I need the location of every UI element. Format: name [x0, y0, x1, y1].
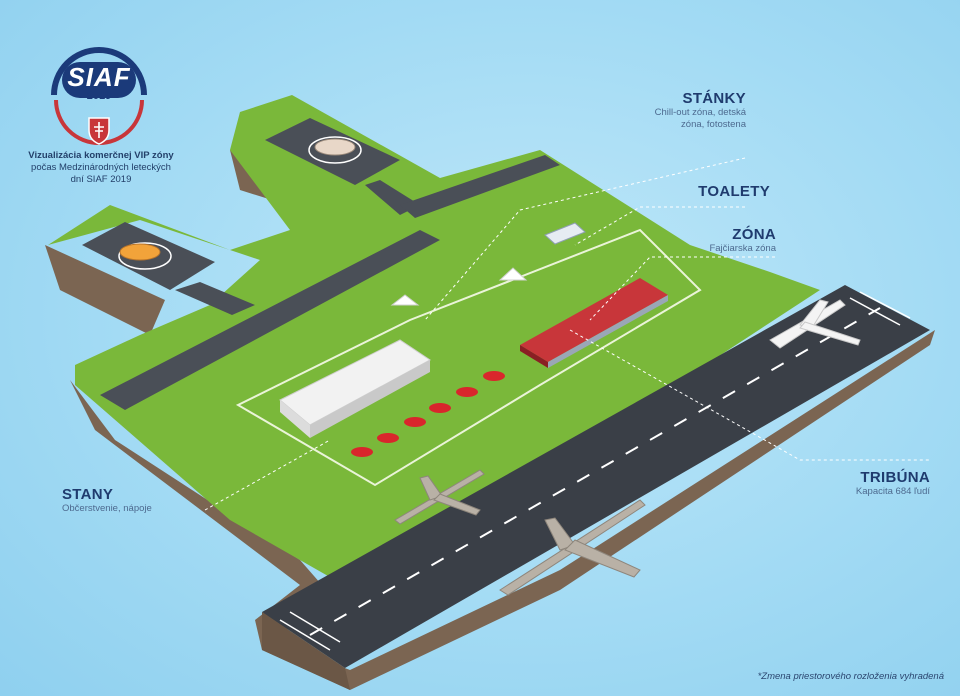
- label-title: STANY: [62, 486, 114, 503]
- label-title: ZÓNA: [732, 226, 776, 243]
- fighter-jet-icon: [499, 499, 646, 596]
- intro-title: Vizualizácia komerčnej VIP zóny: [28, 150, 174, 161]
- label-title: TOALETY: [698, 183, 770, 200]
- label-sub: Kapacita 684 ľudí: [855, 486, 930, 497]
- vip-zone-outline: [235, 228, 702, 487]
- label-stanky: STÁNKY Chill-out zóna, detská zóna, foto…: [640, 90, 746, 131]
- grandstand: [520, 278, 668, 368]
- airliner-icon: [769, 299, 861, 349]
- toilet-container: [544, 222, 586, 245]
- helicopter-icon-2: [119, 243, 161, 261]
- label-sub: zóna, fotostena: [681, 119, 746, 130]
- runway: [262, 285, 930, 690]
- fighter-jet-icon-2: [394, 469, 485, 525]
- label-toalety: TOALETY: [680, 183, 770, 200]
- small-tents: [390, 267, 528, 306]
- taxiway: [100, 155, 560, 410]
- umbrellas: [351, 371, 505, 457]
- label-title: STÁNKY: [682, 90, 746, 107]
- intro-line: počas Medzinárodných leteckých: [31, 162, 171, 173]
- label-sub: Chill-out zóna, detská: [654, 107, 746, 118]
- logo-name: SIAF: [67, 62, 131, 92]
- logo-year: 2019: [86, 90, 112, 102]
- label-stany: STANY Občerstvenie, nápoje: [62, 486, 202, 515]
- intro-line: dní SIAF 2019: [70, 174, 132, 185]
- big-tent: [279, 339, 431, 438]
- label-title: TRIBÚNA: [860, 469, 930, 486]
- slovak-emblem-icon: [51, 47, 147, 145]
- siaf-logo: SIAF 2019: [44, 40, 154, 150]
- helicopter-icon: [314, 138, 356, 156]
- label-tribuna: TRIBÚNA Kapacita 684 ľudí: [820, 469, 930, 498]
- label-zona: ZÓNA Fajčiarska zóna: [690, 226, 776, 255]
- leader-lines: [204, 157, 930, 511]
- grass-field: [48, 95, 820, 580]
- intro-text: Vizualizácia komerčnej VIP zóny počas Me…: [16, 150, 186, 186]
- label-sub: Fajčiarska zóna: [709, 243, 776, 254]
- label-sub: Občerstvenie, nápoje: [62, 503, 152, 514]
- footnote: *Zmena priestorového rozloženia vyhraden…: [757, 671, 944, 682]
